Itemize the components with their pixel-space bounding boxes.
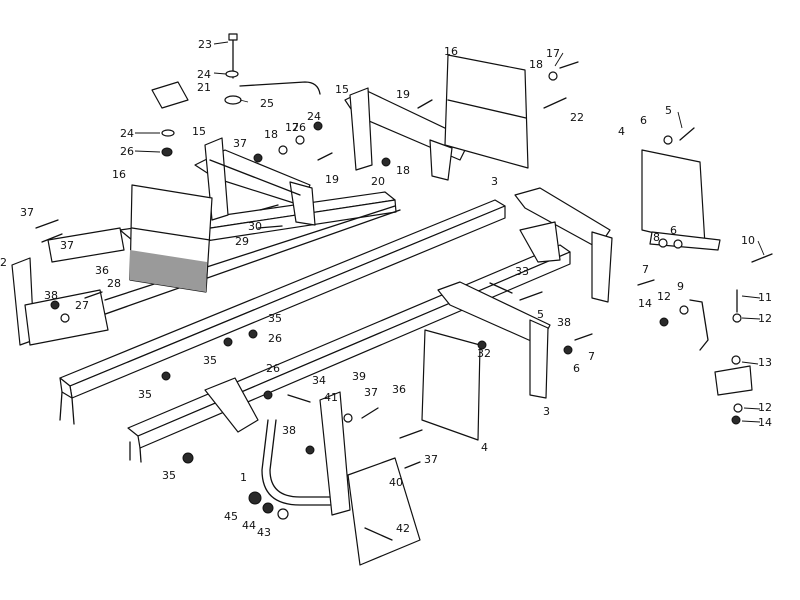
part-label: 45: [224, 510, 238, 523]
part-label: 3: [543, 405, 550, 418]
block-25: [151, 81, 189, 109]
part-label: 6: [640, 114, 647, 127]
part-label: 16: [444, 45, 458, 58]
part-label: 22: [570, 111, 584, 124]
part-label: 35: [268, 312, 282, 325]
part-label: 44: [242, 519, 256, 532]
part-label: 26: [268, 332, 282, 345]
mudflap-4-right: [641, 149, 721, 251]
part-label: 36: [392, 383, 406, 396]
part-label: 35: [162, 469, 176, 482]
part-label: 24: [307, 110, 321, 123]
part-label: 12: [758, 312, 772, 325]
part-label: 24: [120, 127, 134, 140]
part-label: 38: [44, 289, 58, 302]
leader-lines: [134, 41, 765, 423]
part-label: 5: [537, 308, 544, 321]
part-label: 1: [240, 471, 247, 484]
part-label: 28: [107, 277, 121, 290]
part-label: 16: [112, 168, 126, 181]
part-label: 21: [197, 81, 211, 94]
part-label: 12: [657, 290, 671, 303]
part-label: 26: [292, 121, 306, 134]
part-label: 37: [364, 386, 378, 399]
mudflap-4-center: [421, 329, 481, 441]
part-label: 23: [198, 38, 212, 51]
part-label: 32: [477, 347, 491, 360]
bracket-lower: [204, 377, 351, 516]
part-label: 13: [758, 356, 772, 369]
frame-rail-upper: [59, 199, 506, 425]
part-label: 15: [192, 125, 206, 138]
part-label: 4: [481, 441, 488, 454]
part-label: 29: [235, 235, 249, 248]
part-label: 41: [324, 391, 338, 404]
part-label: 14: [638, 297, 652, 310]
part-label: 12: [758, 401, 772, 414]
part-label: 14: [758, 416, 772, 429]
part-label: 30: [248, 220, 262, 233]
tube-1: [261, 419, 331, 506]
part-label: 15: [335, 83, 349, 96]
bracket-15-upper: [344, 87, 471, 181]
part-label: 2: [0, 256, 7, 269]
part-label: 38: [557, 316, 571, 329]
part-label: 18: [396, 164, 410, 177]
part-label: 35: [203, 354, 217, 367]
nut-26: [161, 147, 173, 157]
part-label: 38: [282, 424, 296, 437]
part-label: 37: [20, 206, 34, 219]
part-label: 40: [389, 476, 403, 489]
part-label: 17: [285, 121, 299, 134]
part-label: 25: [260, 97, 274, 110]
mudflap-42: [347, 457, 421, 566]
bracket-5-center: [437, 281, 551, 399]
part-label: 43: [257, 526, 271, 539]
hardware-set: [35, 61, 773, 541]
part-label: 5: [665, 104, 672, 117]
part-label: 33: [515, 265, 529, 278]
part-label: 37: [233, 137, 247, 150]
washer-24-left: [161, 129, 175, 137]
part-labels: 23 24 21 25 24 26 15 37 18 17 26 24 19 1…: [0, 38, 772, 539]
part-label: 18: [264, 128, 278, 141]
part-label: 26: [266, 362, 280, 375]
part-label: 37: [424, 453, 438, 466]
part-label: 11: [758, 291, 772, 304]
part-label: 4: [618, 125, 625, 138]
part-label: 24: [197, 68, 211, 81]
part-label: 10: [741, 234, 755, 247]
part-label: 7: [588, 350, 595, 363]
part-label: 18: [529, 58, 543, 71]
bracket-3-right: [514, 187, 613, 303]
part-label: 8: [653, 231, 660, 244]
part-label: 19: [325, 173, 339, 186]
part-label: 39: [352, 370, 366, 383]
mudflap-16-left: [129, 184, 213, 293]
part-label: 6: [670, 224, 677, 237]
part-label: 35: [138, 388, 152, 401]
bracket-left-end: [11, 227, 125, 346]
part-label: 34: [312, 374, 326, 387]
part-label: 37: [60, 239, 74, 252]
part-label: 20: [371, 175, 385, 188]
part-label: 7: [642, 263, 649, 276]
washer-24-top: [225, 70, 239, 78]
arm-21: [239, 81, 321, 95]
mudflap-16-upper: [444, 54, 529, 169]
washer-25: [224, 95, 242, 105]
part-label: 42: [396, 522, 410, 535]
part-label: 3: [491, 175, 498, 188]
part-label: 17: [546, 47, 560, 60]
part-label: 9: [677, 280, 684, 293]
part-label: 19: [396, 88, 410, 101]
part-label: 26: [120, 145, 134, 158]
part-label: 36: [95, 264, 109, 277]
part-label: 27: [75, 299, 89, 312]
part-label: 6: [573, 362, 580, 375]
